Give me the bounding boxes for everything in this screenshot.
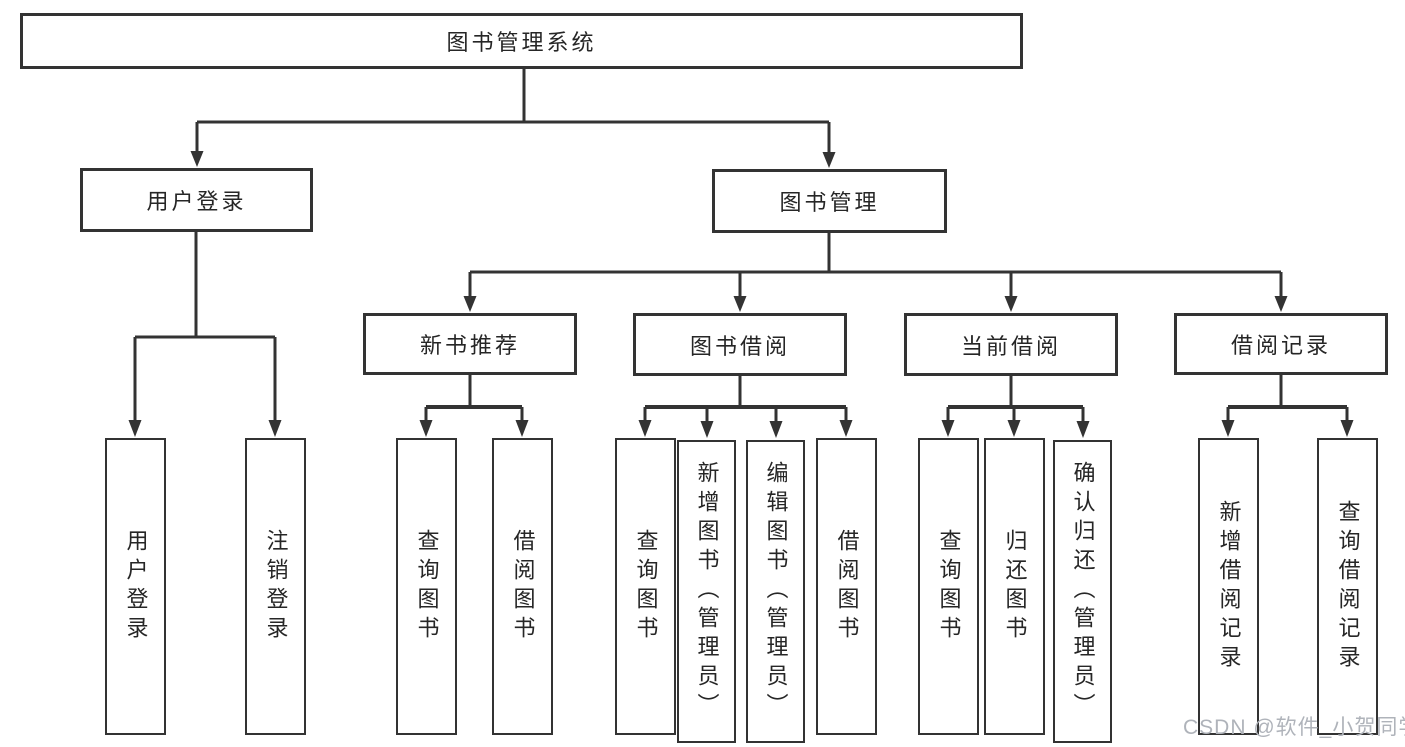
arrowhead — [769, 421, 783, 438]
arrowhead — [700, 421, 714, 438]
arrowhead — [463, 296, 477, 312]
node-root: 图书管理系统 — [20, 13, 1023, 69]
arrowhead — [638, 420, 652, 437]
arrowhead — [1340, 420, 1354, 437]
leaf-query-lending-record: 查询借阅记录 — [1317, 438, 1378, 735]
arrowhead — [190, 151, 204, 167]
leaf-query-books-lending: 查询图书 — [615, 438, 676, 735]
arrowhead — [733, 296, 747, 312]
leaf-query-books-rec: 查询图书 — [396, 438, 457, 735]
arrowhead — [268, 420, 282, 437]
node-book-mgmt: 图书管理 — [712, 169, 947, 233]
leaf-add-lending-record: 新增借阅记录 — [1198, 438, 1259, 735]
leaf-confirm-return-admin: 确认归还（管理员） — [1053, 440, 1112, 743]
arrowhead — [1221, 420, 1235, 437]
node-new-book-rec: 新书推荐 — [363, 313, 577, 375]
arrowhead — [839, 420, 853, 437]
leaf-borrow-books-rec: 借阅图书 — [492, 438, 553, 735]
node-current-lending: 当前借阅 — [904, 313, 1118, 376]
arrowhead — [941, 420, 955, 437]
leaf-add-books-admin: 新增图书（管理员） — [677, 440, 736, 743]
arrowhead — [1007, 420, 1021, 437]
node-user-login: 用户登录 — [80, 168, 313, 232]
leaf-user-login: 用户登录 — [105, 438, 166, 735]
node-lending-records: 借阅记录 — [1174, 313, 1388, 375]
watermark-text: CSDN @软件_小贺同学 — [1183, 716, 1405, 739]
leaf-borrow-books-lending: 借阅图书 — [816, 438, 877, 735]
leaf-return-books: 归还图书 — [984, 438, 1045, 735]
arrowhead — [515, 420, 529, 437]
arrowhead — [419, 420, 433, 437]
arrowhead — [822, 152, 836, 168]
leaf-logout-login: 注销登录 — [245, 438, 306, 735]
arrowhead — [1076, 421, 1090, 438]
arrowhead — [1274, 296, 1288, 312]
node-book-lending: 图书借阅 — [633, 313, 847, 376]
leaf-edit-books-admin: 编辑图书（管理员） — [746, 440, 805, 743]
arrowhead — [128, 420, 142, 437]
arrowhead — [1004, 296, 1018, 312]
leaf-query-books-current: 查询图书 — [918, 438, 979, 735]
